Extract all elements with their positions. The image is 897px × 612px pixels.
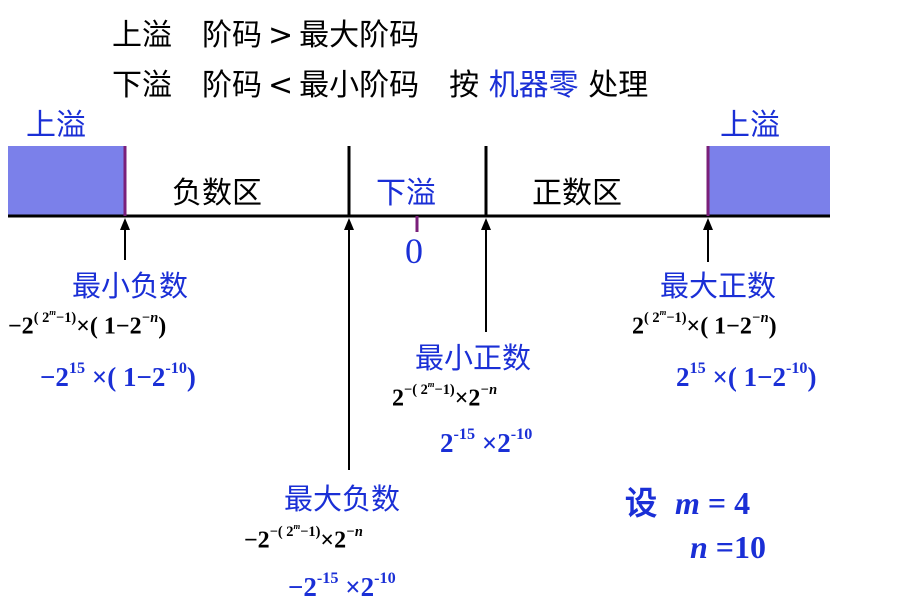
m-variable: m: [675, 485, 700, 521]
min-negative-formula: −2( 2m−1)×( 1−2−n): [8, 307, 167, 340]
header-line-2: 下溢阶码<最小阶码按 机器零 处理: [112, 60, 648, 104]
min-negative-label: 最小负数: [72, 269, 189, 303]
max-positive-formula: 2( 2m−1)×( 1−2−n): [632, 307, 777, 340]
handle-term: 处理: [588, 68, 649, 103]
m-value: = 4: [699, 485, 751, 521]
press-term: 按: [449, 68, 480, 103]
overflow-label-right: 上溢: [720, 108, 780, 143]
min-exponent-term: 最小阶码: [299, 68, 420, 103]
max-negative-value: −2-15 ×2-10: [288, 569, 396, 602]
min-positive-formula: 2−( 2m−1)×2−n: [392, 379, 498, 412]
set-term: 设: [625, 484, 658, 522]
max-exponent-term: 最大阶码: [299, 18, 420, 53]
min-negative-value: −215 ×( 1−2-10): [40, 359, 196, 392]
max-negative-formula: −2−( 2m−1)×2−n: [244, 521, 363, 554]
exponent-term: 阶码: [202, 18, 262, 53]
n-variable: n: [690, 529, 708, 565]
underflow-label: 下溢: [376, 176, 436, 211]
greater-than-sign: >: [268, 18, 294, 53]
overflow-region-right: [708, 146, 830, 216]
overflow-label-left: 上溢: [26, 108, 86, 143]
arrow-min-positive: [481, 218, 491, 332]
header-line-1: 上溢阶码>最大阶码: [112, 10, 419, 54]
assumption-n: n =10: [690, 528, 766, 566]
arrow-max-positive: [703, 218, 713, 262]
less-than-sign: <: [268, 68, 294, 103]
positive-region-label: 正数区: [532, 176, 622, 211]
max-negative-label: 最大负数: [284, 482, 401, 516]
underflow-term: 下溢: [112, 68, 172, 103]
min-positive-label: 最小正数: [415, 341, 532, 375]
arrow-min-negative: [120, 218, 130, 260]
n-value: =10: [707, 529, 767, 565]
zero-label: 0: [405, 231, 423, 271]
max-positive-label: 最大正数: [660, 269, 777, 303]
exponent-term-2: 阶码: [202, 68, 262, 103]
arrow-max-negative: [344, 218, 354, 470]
negative-region-label: 负数区: [172, 176, 262, 211]
machine-zero-term: 机器零: [488, 68, 579, 103]
max-positive-value: 215 ×( 1−2-10): [676, 359, 817, 392]
overflow-term: 上溢: [112, 18, 172, 53]
min-positive-value: 2-15 ×2-10: [440, 425, 533, 458]
overflow-region-left: [8, 146, 125, 216]
